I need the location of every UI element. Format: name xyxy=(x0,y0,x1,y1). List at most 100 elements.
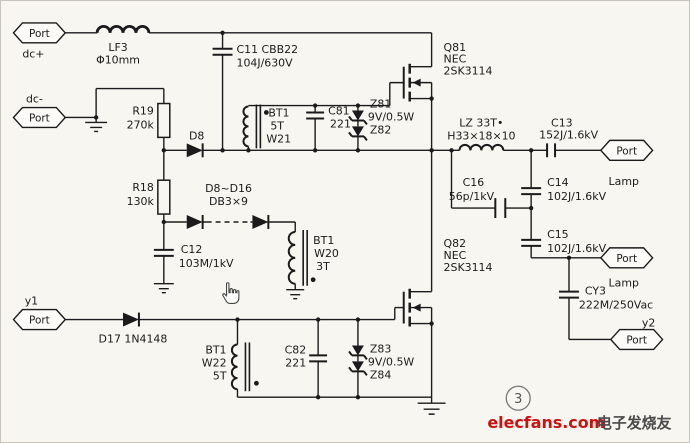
z83-value: 9V/0.5W xyxy=(368,355,415,368)
capacitor-c13: C13 152J/1.6kV xyxy=(539,116,599,158)
d8-d16-value: DB3×9 xyxy=(209,195,248,208)
c13-ref: C13 xyxy=(551,116,573,129)
c81-ref: C81 xyxy=(328,104,350,117)
d17-ref: D17 1N4148 xyxy=(99,332,168,345)
port-y2: Port y2 xyxy=(609,317,664,351)
q82-part: 2SK3114 xyxy=(444,261,493,274)
diode-d8: D8 xyxy=(186,129,204,158)
transformer-bt1-w22: BT1 W22 5T xyxy=(202,342,251,392)
bt1-w21-ref: BT1 xyxy=(268,106,289,119)
d8-d16-ref: D8~D16 xyxy=(205,182,252,195)
c12-value: 103M/1kV xyxy=(179,257,234,270)
zener-z83-z84: Z83 9V/0.5W Z84 xyxy=(348,342,415,381)
capacitor-c81: C81 221 xyxy=(306,104,351,130)
lz-core: H33×18×10 xyxy=(447,129,515,142)
junction-dots xyxy=(93,30,572,400)
c12-ref: C12 xyxy=(181,243,203,256)
port-label: Port xyxy=(29,28,50,40)
ground-symbol xyxy=(85,121,446,415)
port-label: Port xyxy=(616,145,637,157)
c16-value: 56p/1kV xyxy=(449,190,495,203)
port-y1: Port y1 xyxy=(12,295,67,331)
mosfet-q82: Q82 NEC 2SK3114 xyxy=(402,237,493,327)
capacitor-cy3: CY3 222M/250Vac xyxy=(559,285,653,312)
bt1-w20-turns: 3T xyxy=(316,260,330,273)
d8-ref: D8 xyxy=(189,129,204,142)
brand-chinese-text: 电子发烧友 xyxy=(597,414,672,432)
wires xyxy=(65,32,611,404)
z83-ref: Z83 xyxy=(370,342,391,355)
port-label: Port xyxy=(29,315,50,327)
port-dc-minus: Port dc- xyxy=(12,93,67,129)
c14-value: 102J/1.6kV xyxy=(547,190,607,203)
port-lamp-top: Port Lamp xyxy=(599,139,654,188)
bt1-w22-winding: W22 xyxy=(202,356,227,369)
port-label: Port xyxy=(616,253,637,265)
q82-ref: Q82 xyxy=(444,237,467,250)
bt1-w20-winding: W20 xyxy=(314,247,339,260)
transformer-bt1-w20: BT1 W20 3T xyxy=(287,229,339,286)
q81-ref: Q81 xyxy=(444,41,467,54)
diode-row-d8-d16: D8~D16 DB3×9 xyxy=(186,182,270,229)
capacitor-c11: C11 CBB22 104J/630V xyxy=(212,43,298,70)
diode-d17: D17 1N4148 xyxy=(99,312,168,345)
net-label-dc-plus: dc+ xyxy=(22,48,44,61)
cursor-icon xyxy=(222,282,240,304)
c11-ref: C11 CBB22 xyxy=(236,43,298,56)
c15-value: 102J/1.6kV xyxy=(547,242,607,255)
c13-value: 152J/1.6kV xyxy=(539,128,599,141)
bt1-w22-ref: BT1 xyxy=(205,343,226,356)
transformer-bt1-w21: BT1 5T W21 xyxy=(242,104,291,149)
c82-value: 221 xyxy=(285,356,306,369)
capacitor-c15: C15 102J/1.6kV xyxy=(521,228,607,255)
bt1-w21-turns: 5T xyxy=(270,119,284,132)
c15-ref: C15 xyxy=(547,228,569,241)
z84-ref: Z84 xyxy=(370,368,391,381)
r19-ref: R19 xyxy=(132,104,154,117)
page-number-circle: 3 xyxy=(505,385,531,411)
c11-value: 104J/630V xyxy=(236,57,293,70)
q82-mfr: NEC xyxy=(444,249,467,262)
net-label-lamp-bottom: Lamp xyxy=(609,277,639,290)
port-label: Port xyxy=(29,112,50,124)
r18-ref: R18 xyxy=(132,181,154,194)
port-dc-plus: Port dc+ xyxy=(12,22,67,61)
brand-logo-text: elecfans.com xyxy=(487,413,605,432)
capacitor-c12: C12 103M/1kV xyxy=(153,243,234,270)
bt1-w20-ref: BT1 xyxy=(313,234,334,247)
port-label: Port xyxy=(626,334,647,346)
net-label-lamp-top: Lamp xyxy=(609,175,639,188)
cy3-value: 222M/250Vac xyxy=(579,299,653,312)
net-label-y2: y2 xyxy=(642,317,655,330)
q81-part: 2SK3114 xyxy=(444,65,493,78)
resistor-r19: R19 270k xyxy=(127,102,171,139)
net-label-y1: y1 xyxy=(25,295,38,308)
page-number: 3 xyxy=(514,392,522,407)
r19-value: 270k xyxy=(127,118,155,131)
inductor-lz: LZ 33T• H33×18×10 xyxy=(447,116,516,151)
capacitor-c14: C14 102J/1.6kV xyxy=(521,176,607,203)
c14-ref: C14 xyxy=(547,176,569,189)
mosfet-q81: Q81 NEC 2SK3114 xyxy=(402,41,493,102)
c81-value: 221 xyxy=(330,117,351,130)
z82-ref: Z82 xyxy=(370,123,391,136)
lf3-value: Φ10mm xyxy=(96,54,140,67)
lz-ref: LZ 33T• xyxy=(459,116,503,129)
cy3-ref: CY3 xyxy=(585,285,606,298)
capacitor-c16: C16 56p/1kV xyxy=(449,176,507,219)
r18-value: 130k xyxy=(127,195,155,208)
c16-ref: C16 xyxy=(463,176,485,189)
port-lamp-bottom: Port Lamp xyxy=(599,247,654,290)
bt1-w22-turns: 5T xyxy=(213,369,227,382)
lf3-ref: LF3 xyxy=(108,41,127,54)
bt1-w21-winding: W21 xyxy=(266,132,291,145)
zener-z81-z82: Z81 9V/0.5W Z82 xyxy=(348,98,415,141)
net-label-dc-minus: dc- xyxy=(26,93,43,106)
inductor-lf3: LF3 Φ10mm xyxy=(95,25,151,67)
resistor-r18: R18 130k xyxy=(127,179,171,215)
z81-ref: Z81 xyxy=(370,98,391,111)
z81-value: 9V/0.5W xyxy=(368,110,415,123)
q81-mfr: NEC xyxy=(444,53,467,66)
